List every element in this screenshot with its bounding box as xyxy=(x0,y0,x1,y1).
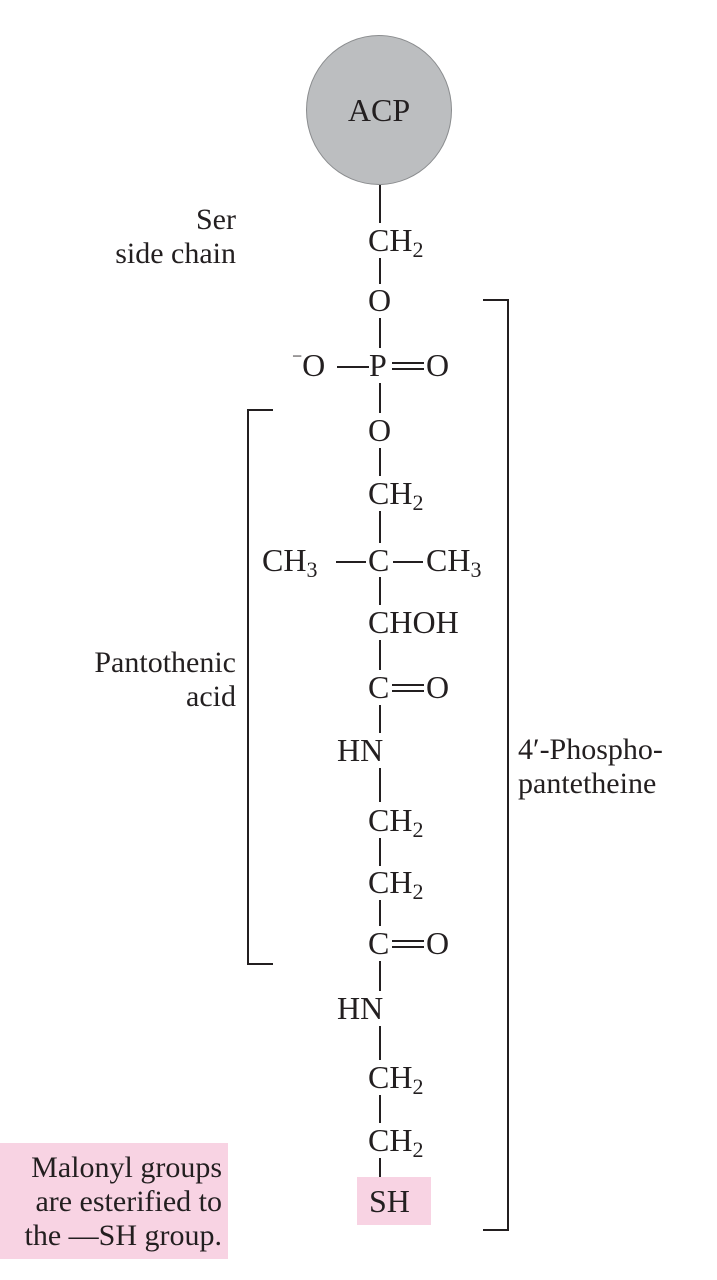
malonyl-note: Malonyl groups are esterified to the —SH… xyxy=(0,1143,228,1259)
bond-p-o-double xyxy=(392,362,424,370)
atom-choh: CHOH xyxy=(368,604,459,640)
ser-side-chain-label: Ser side chain xyxy=(115,203,236,270)
bond-co2-hn xyxy=(379,961,381,991)
phosphopantetheine-bracket xyxy=(483,299,509,1231)
bond-ch2-co2 xyxy=(379,900,381,926)
bond-o-ch2 xyxy=(379,448,381,476)
acp-protein-circle: ACP xyxy=(306,35,452,185)
atom-carbonyl-o-1: O xyxy=(426,669,450,705)
bond-c-ch3-right xyxy=(393,561,423,563)
bond-o-p-single xyxy=(337,366,369,368)
bond-ch2-o xyxy=(379,258,381,284)
atom-ch2-d: CH2 xyxy=(368,1059,424,1099)
atom-phosphate-o: O xyxy=(426,347,450,383)
bond-ch2-ch2 xyxy=(379,838,381,866)
phosphopantetheine-label: 4′-Phospho- pantetheine xyxy=(518,733,663,800)
atom-ch2-b: CH2 xyxy=(368,802,424,842)
bond-o-p xyxy=(379,318,381,348)
atom-ch3-left: CH3 xyxy=(262,542,318,582)
bond-ch3-c-left xyxy=(336,561,366,563)
bond-c-choh xyxy=(379,577,381,605)
bond-c-o-double-2 xyxy=(392,940,424,948)
atom-phosphorus: P xyxy=(369,347,387,383)
atom-ch2-a: CH2 xyxy=(368,475,424,515)
bond-choh-co xyxy=(379,640,381,670)
bond-hn-ch2-2 xyxy=(379,1026,381,1060)
bond-p-o xyxy=(379,383,381,413)
atom-quaternary-c: C xyxy=(368,542,390,578)
thiol-highlight xyxy=(357,1177,431,1225)
atom-carbonyl-c-1: C xyxy=(368,669,390,705)
atom-ester-o: O xyxy=(368,282,392,318)
pantothenic-acid-label: Pantothenic acid xyxy=(94,646,236,713)
acp-label: ACP xyxy=(347,91,411,128)
atom-ch2-e: CH2 xyxy=(368,1122,424,1162)
pantothenic-acid-bracket xyxy=(247,409,273,965)
bond-ch2-ch2-2 xyxy=(379,1095,381,1123)
atom-ch2-c: CH2 xyxy=(368,864,424,904)
atom-thiol-sh: SH xyxy=(369,1183,410,1219)
atom-phosphate-o-minus: −O xyxy=(292,346,326,383)
atom-ch3-right: CH3 xyxy=(426,542,482,582)
atom-amide-hn-2: HN xyxy=(337,990,384,1026)
atom-carbonyl-o-2: O xyxy=(426,925,450,961)
atom-amide-hn-1: HN xyxy=(337,732,384,768)
bond-ch2-sh xyxy=(379,1158,381,1186)
atom-carbonyl-c-2: C xyxy=(368,925,390,961)
bond-c-o-double-1 xyxy=(392,684,424,692)
atom-o-link: O xyxy=(368,412,392,448)
bond-hn-ch2 xyxy=(379,768,381,802)
bond-ch2-c xyxy=(379,511,381,543)
atom-ser-ch2: CH2 xyxy=(368,222,424,262)
bond-acp-ch2 xyxy=(379,185,381,223)
bond-co-hn xyxy=(379,705,381,733)
